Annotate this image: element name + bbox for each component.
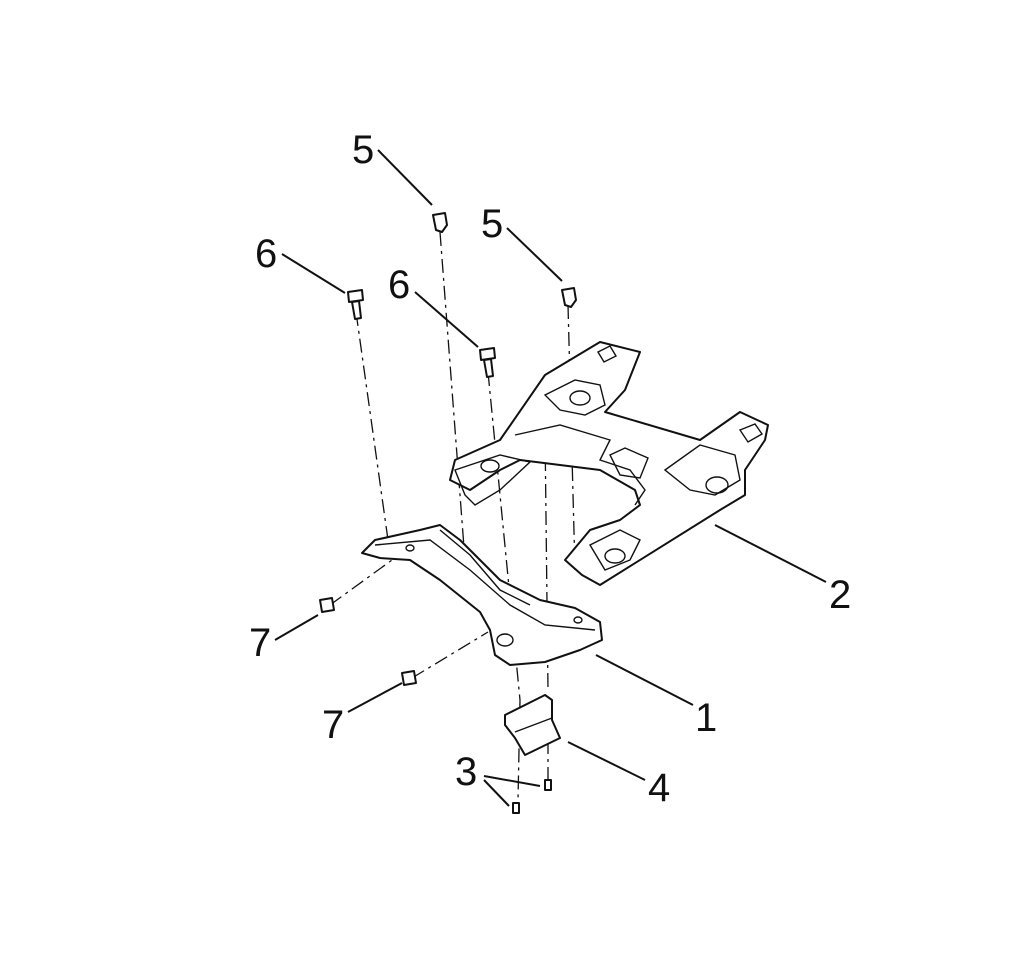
callout-7: 7 [322,703,344,747]
callout-4: 4 [648,766,670,810]
part-7-nut [401,670,417,686]
part-2-skid-plate [449,341,769,586]
part-6-bolt [479,347,496,378]
callout-6: 6 [388,263,410,307]
part-4-bracket [504,694,561,756]
assembly-axis-lines [329,231,576,801]
callout-6: 6 [255,232,277,276]
part-6-bolt [347,289,364,320]
part-1-cross-member [361,524,603,666]
callout-1: 1 [695,696,717,740]
part-3-screw [544,779,552,791]
part-5-clip [432,212,448,233]
leader-lines [274,149,827,807]
callout-5: 5 [481,202,503,246]
callout-3: 3 [455,750,477,794]
callout-labels: 5 5 6 6 2 1 7 7 3 4 [249,128,851,810]
part-7-nut [319,597,335,613]
callout-5: 5 [352,128,374,172]
part-3-screw [512,802,520,814]
callout-2: 2 [829,573,851,617]
fasteners [319,212,577,814]
callout-7: 7 [249,621,271,665]
part-5-clip [561,287,577,308]
